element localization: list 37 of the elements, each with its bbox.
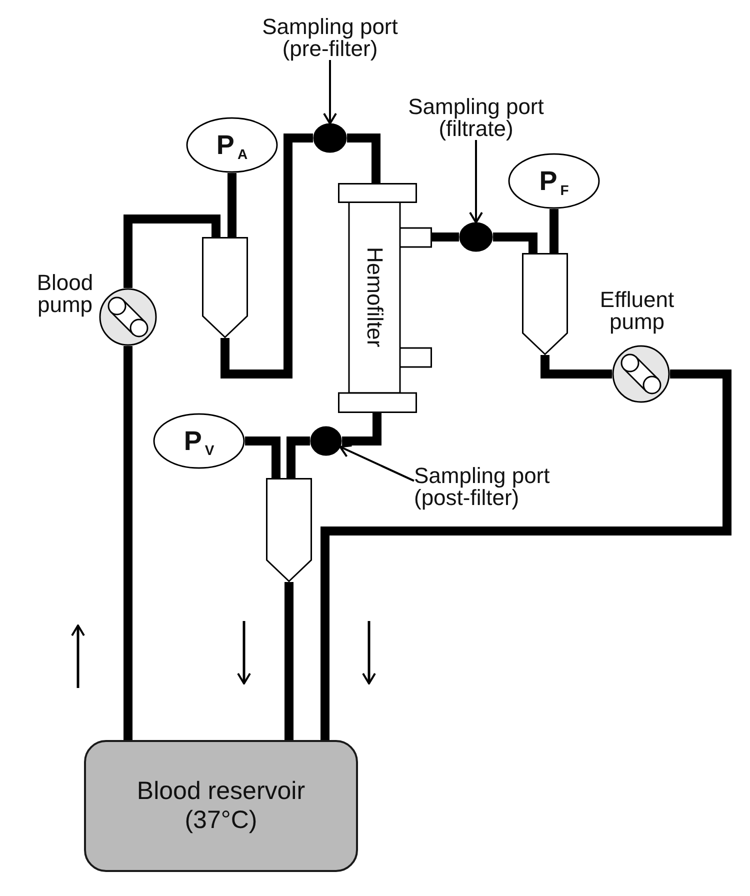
tubing-line xyxy=(550,209,558,253)
pump-label: Effluent pump xyxy=(598,289,676,333)
drip-chamber xyxy=(266,478,312,582)
gauge-label: P$_{A}$ xyxy=(216,131,248,159)
tubing-line xyxy=(320,370,732,740)
drip-chamber xyxy=(522,253,568,355)
tubing-line xyxy=(228,173,236,237)
reservoir-tank xyxy=(84,740,358,872)
reservoir-label: Blood reservoir (37°C) xyxy=(136,777,306,835)
tubing-line xyxy=(124,214,220,288)
tubing-line xyxy=(284,582,294,740)
callout-label: Sampling port (pre-filter) xyxy=(259,16,401,60)
roller-pump-icon xyxy=(612,345,670,403)
tubing-line xyxy=(432,232,459,242)
gauge-label: P$_{V}$ xyxy=(184,427,214,455)
tubing-line xyxy=(493,232,538,253)
leader-arrow xyxy=(339,444,414,482)
device-label: Hemofilter xyxy=(362,247,386,348)
port-dot-icon xyxy=(313,123,347,153)
pump-label: Blood pump xyxy=(36,272,94,316)
tubing-line xyxy=(540,355,612,378)
leader-arrow xyxy=(323,60,337,124)
leader-arrow xyxy=(469,140,483,224)
gauge-label: P$_{F}$ xyxy=(539,167,569,195)
port-dot-icon xyxy=(459,222,493,252)
tubing-line xyxy=(286,436,310,478)
pressure-gauge xyxy=(153,413,245,469)
tubing-line xyxy=(124,346,132,740)
roller-pump-icon xyxy=(99,288,157,346)
pressure-gauge xyxy=(186,117,278,173)
callout-label: Sampling port (filtrate) xyxy=(405,96,547,140)
pressure-gauge xyxy=(508,153,600,209)
port-dot-icon xyxy=(310,426,342,456)
tubing-line xyxy=(342,413,382,446)
drip-chamber xyxy=(202,237,248,338)
callout-label: Sampling port (post-filter) xyxy=(414,465,556,509)
tubing-line xyxy=(245,436,280,478)
